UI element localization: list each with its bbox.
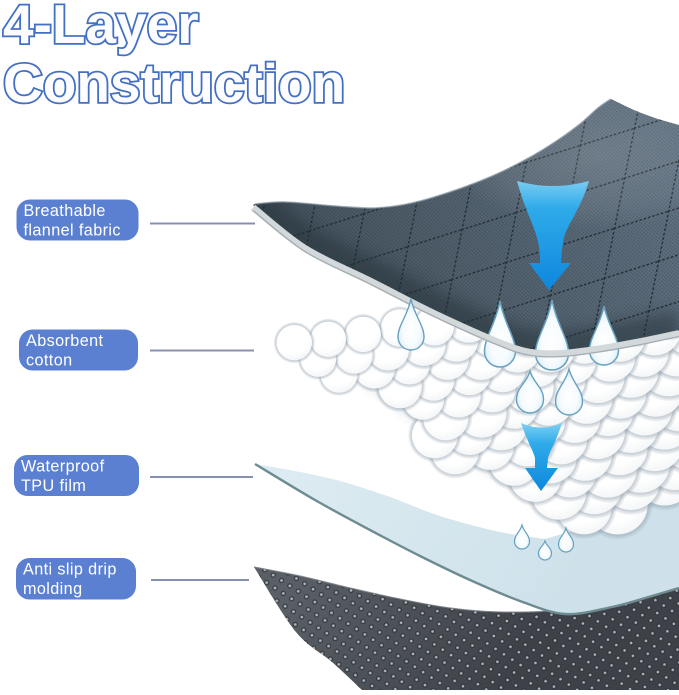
- svg-text:4-Layer: 4-Layer: [3, 0, 199, 55]
- svg-text:flannel fabric: flannel fabric: [24, 222, 121, 240]
- svg-text:cotton: cotton: [26, 352, 73, 370]
- svg-text:Waterproof: Waterproof: [21, 458, 105, 476]
- svg-text:molding: molding: [23, 580, 83, 598]
- svg-text:Breathable: Breathable: [24, 202, 106, 220]
- svg-text:Anti slip drip: Anti slip drip: [23, 561, 117, 579]
- svg-text:Absorbent: Absorbent: [26, 332, 103, 350]
- svg-text:TPU film: TPU film: [21, 477, 86, 495]
- svg-text:Construction: Construction: [3, 52, 345, 114]
